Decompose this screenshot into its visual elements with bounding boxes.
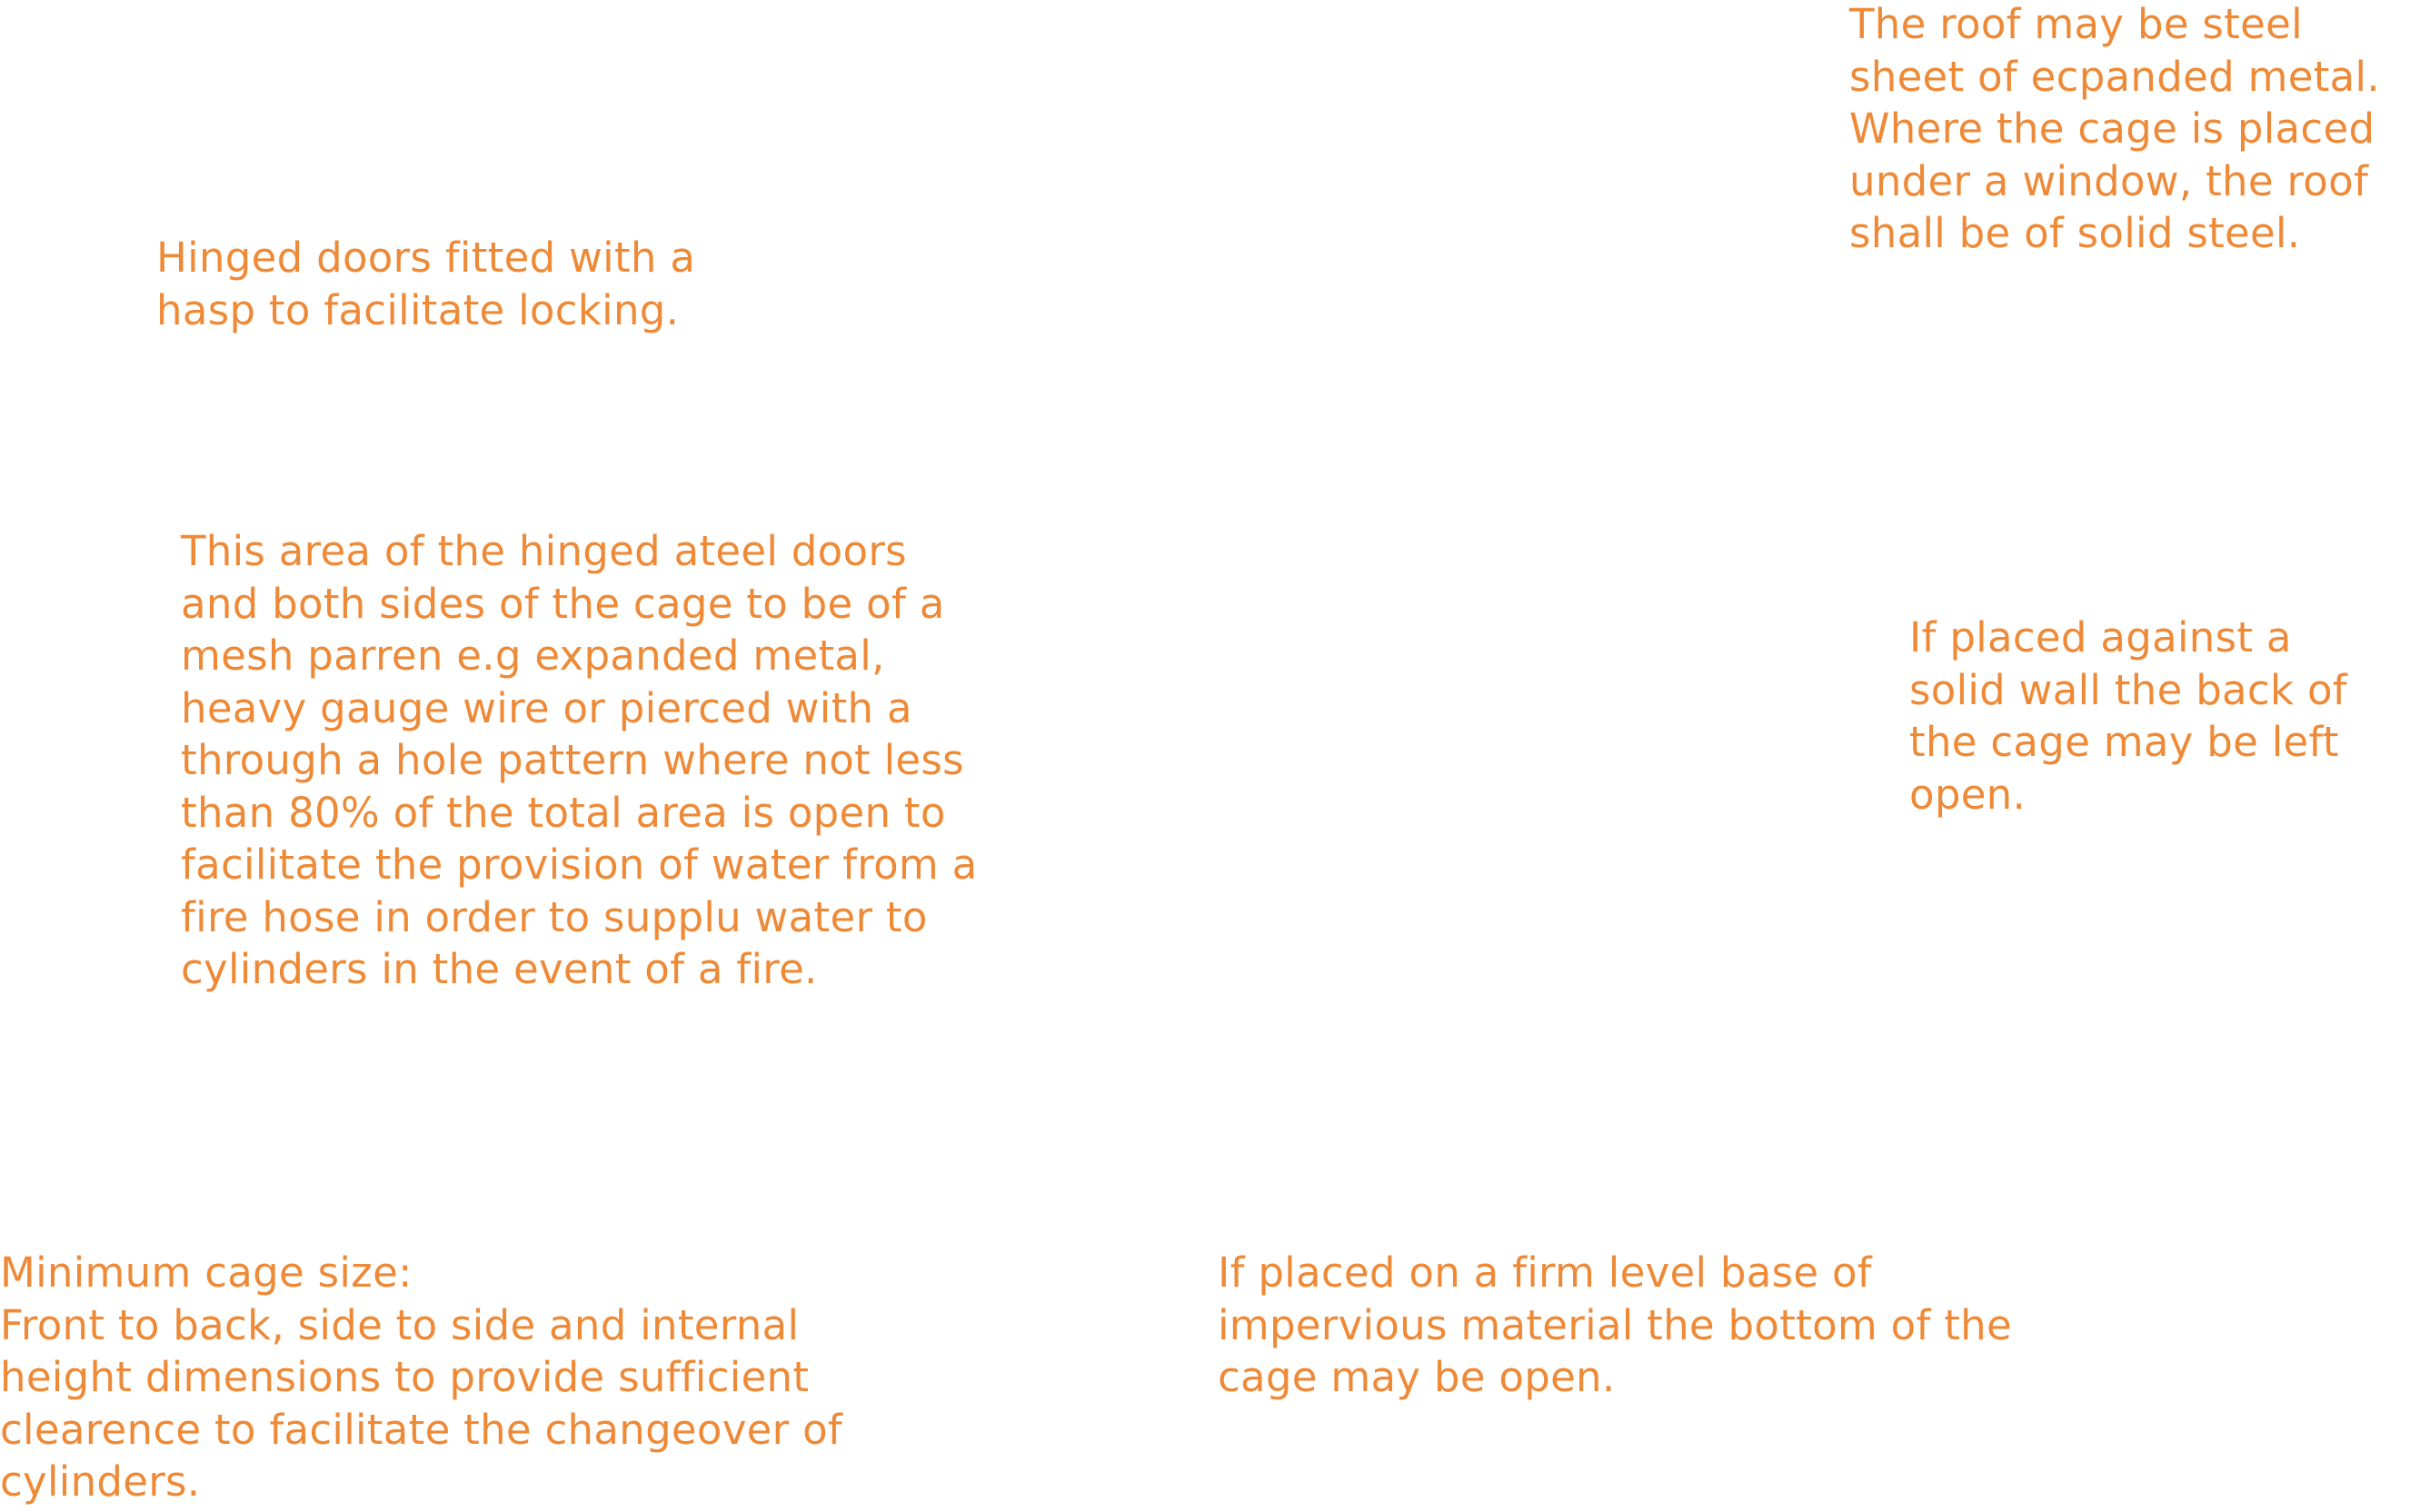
minimum-cage-size-annotation: Minimum cage size: Front to back, side t…: [0, 1248, 843, 1506]
back-wall-annotation: If placed against a solid wall the back …: [1909, 613, 2347, 819]
cage-bottom-annotation: If placed on a firm level base of imperv…: [1218, 1248, 2012, 1401]
hinged-doors-annotation: Hinged doors fitted with a hasp to facil…: [156, 234, 696, 334]
roof-annotation: The roof may be steel sheet of ecpanded …: [1849, 0, 2380, 257]
mesh-area-annotation: This area of the hinged ateel doors and …: [181, 527, 978, 993]
